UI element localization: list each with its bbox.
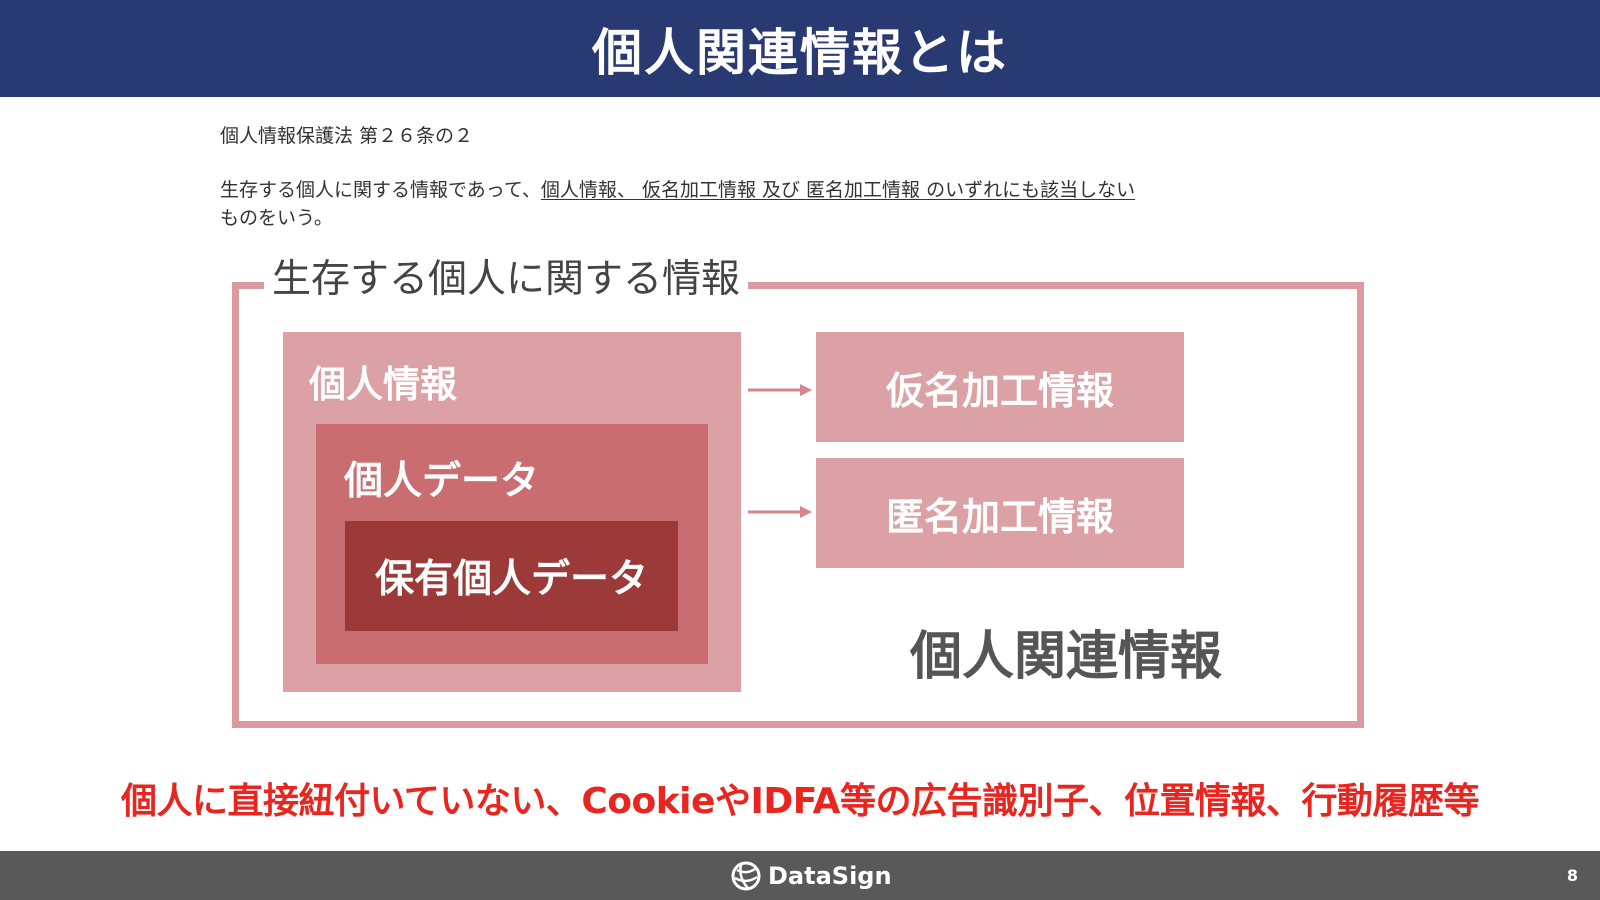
- slide-header: 個人関連情報とは: [0, 0, 1600, 97]
- brand-name: DataSign: [768, 861, 892, 890]
- pseudonymized-info-box: 仮名加工情報: [816, 332, 1184, 442]
- held-personal-data-box: 保有個人データ: [345, 521, 678, 631]
- law-article-title: 個人情報保護法 第２６条の２: [220, 125, 474, 147]
- law-text-prefix: 生存する個人に関する情報であって、: [220, 179, 541, 201]
- page-number: 8: [1566, 866, 1578, 885]
- anonymized-info-box: 匿名加工情報: [816, 458, 1184, 568]
- arrow-right-icon: [748, 384, 812, 396]
- personal-info-label: 個人情報: [309, 363, 457, 406]
- held-personal-data-label: 保有個人データ: [374, 557, 648, 602]
- arrow-right-icon: [748, 506, 812, 518]
- slide-title: 個人関連情報とは: [592, 23, 1008, 82]
- personal-data-box: 個人データ 保有個人データ: [316, 424, 708, 664]
- slide-footer: DataSign 8: [0, 851, 1600, 900]
- datasign-logo-icon: [731, 861, 761, 890]
- law-text-underlined: 個人情報、 仮名加工情報 及び 匿名加工情報 のいずれにも該当しない: [540, 179, 1136, 201]
- law-text-suffix: ものをいう。: [220, 207, 333, 229]
- pseudonymized-info-label: 仮名加工情報: [885, 368, 1114, 413]
- personal-info-box: 個人情報 個人データ 保有個人データ: [283, 332, 741, 692]
- living-individual-info-label: 生存する個人に関する情報: [264, 254, 749, 306]
- living-individual-info-frame: [232, 282, 1364, 728]
- law-article-text: 生存する個人に関する情報であって、個人情報、 仮名加工情報 及び 匿名加工情報 …: [220, 176, 1380, 232]
- examples-note: 個人に直接紐付いていない、CookieやIDFA等の広告識別子、位置情報、行動履…: [120, 781, 1480, 822]
- personal-data-label: 個人データ: [344, 459, 540, 504]
- anonymized-info-label: 匿名加工情報: [885, 494, 1114, 539]
- related-info-label: 個人関連情報: [910, 627, 1223, 687]
- brand: DataSign: [730, 851, 892, 900]
